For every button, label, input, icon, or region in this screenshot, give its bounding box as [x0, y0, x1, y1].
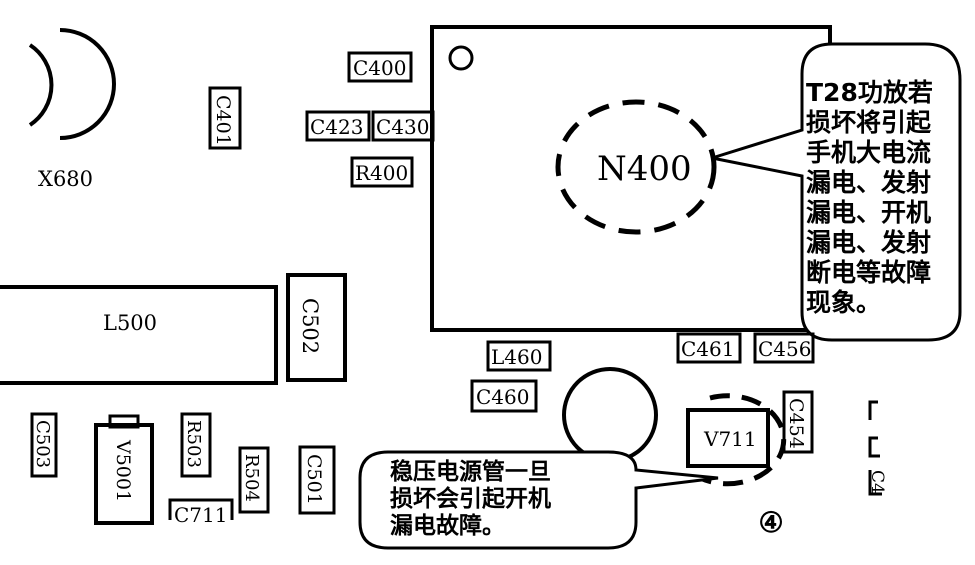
callout-pa-line: 漏电、发射 — [806, 228, 931, 257]
callout-pa-text: T28功放若 损坏将引起 手机大电流 漏电、发射 漏电、开机 漏电、发射 断电等… — [806, 78, 933, 317]
v5001-label: V5001 — [112, 439, 134, 502]
callout-regulator-text: 稳压电源管一旦 损坏会引起开机 漏电故障。 — [390, 458, 551, 539]
l500-box — [0, 285, 278, 385]
n400-highlight-ring — [555, 99, 717, 235]
v711-label: V711 — [703, 427, 757, 451]
c456-box — [753, 332, 815, 364]
c456-label: C456 — [758, 337, 811, 361]
callout-pa-line: 断电等故障 — [806, 258, 931, 287]
callout-regulator-line: 损坏会引起开机 — [390, 485, 551, 512]
callout-pa-line: 漏电、开机 — [806, 198, 931, 227]
r400-box — [350, 156, 414, 188]
c502-label: C502 — [298, 298, 322, 354]
r503-label: R503 — [183, 420, 204, 468]
c460-label: C460 — [476, 385, 529, 409]
x680-left-arc — [28, 43, 54, 127]
r504-box — [238, 446, 270, 514]
c401-box — [208, 86, 242, 150]
c4x-label: C4 — [867, 470, 887, 494]
r400-label: R400 — [355, 161, 408, 185]
callout-regulator-line: 漏电故障。 — [390, 512, 505, 539]
c401-label: C401 — [212, 95, 234, 146]
c454-box — [782, 390, 814, 454]
n400-label: N400 — [597, 149, 692, 189]
callout-pa-line: 漏电、发射 — [806, 168, 931, 197]
c430-label: C430 — [376, 115, 429, 139]
c423-box — [305, 110, 371, 142]
v711-box — [686, 408, 770, 468]
l500-label: L500 — [103, 311, 157, 335]
callout-pa-bubble — [711, 42, 962, 342]
c461-box — [676, 332, 742, 364]
c400-box — [347, 51, 413, 83]
c423-label: C423 — [310, 115, 363, 139]
r503-box — [180, 412, 212, 478]
c711-box — [168, 498, 234, 520]
c501-label: C501 — [303, 454, 325, 505]
l460-box — [486, 340, 552, 372]
c400-label: C400 — [353, 56, 406, 80]
v5001-box — [94, 423, 154, 525]
round-pad — [562, 367, 658, 463]
x680-label: X680 — [38, 167, 93, 191]
partial-component-right — [868, 400, 882, 496]
callout-pa-line: T28功放若 — [806, 78, 933, 107]
r504-label: R504 — [241, 454, 262, 502]
c461-label: C461 — [681, 337, 734, 361]
v5001-tab — [108, 414, 140, 429]
callout-pa-line: 损坏将引起 — [806, 108, 932, 137]
callout-pa-line: 手机大电流 — [806, 138, 931, 167]
c503-box — [30, 412, 58, 478]
callout-regulator-bubble — [358, 450, 719, 550]
c460-box — [470, 379, 538, 413]
c454-label: C454 — [785, 398, 807, 449]
c502-box — [286, 273, 347, 382]
n400-pin1-marker — [448, 45, 474, 71]
callout-pa-line: 现象。 — [806, 288, 881, 317]
l460-label: L460 — [491, 345, 542, 369]
c503-label: C503 — [32, 420, 53, 468]
c501-box — [298, 445, 336, 515]
x680-outline — [59, 28, 116, 140]
figure-number: ④ — [758, 506, 783, 539]
c711-label: C711 — [174, 503, 227, 527]
callout-regulator-line: 稳压电源管一旦 — [390, 458, 551, 485]
